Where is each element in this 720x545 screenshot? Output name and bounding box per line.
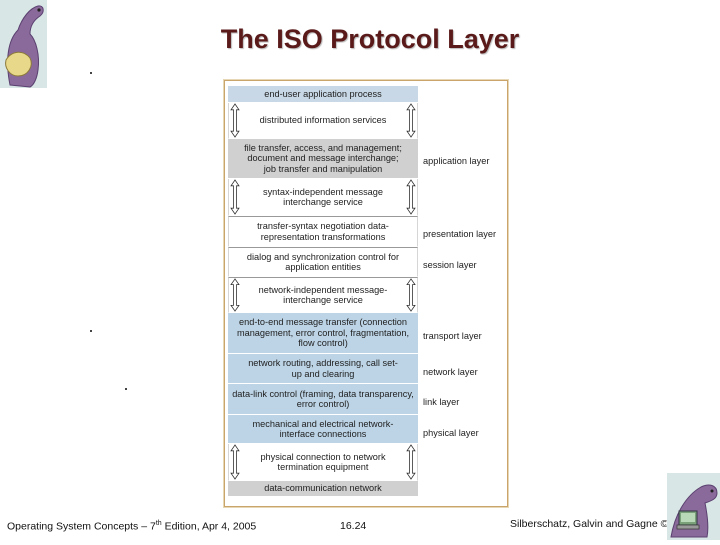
row-distributed-information-services: distributed information services [228, 103, 418, 139]
row-physical-connection: physical connection to network terminati… [228, 444, 418, 481]
layer-label-application: application layer [423, 156, 490, 166]
row-syntax-independent-message: syntax-independent message interchange s… [228, 179, 418, 216]
double-arrow-icon [405, 444, 417, 480]
row-mechanical-electrical: mechanical and electrical network-interf… [228, 415, 418, 444]
double-arrow-icon [229, 444, 241, 480]
dinosaur-computer-icon [667, 473, 720, 540]
row-end-user-application-process: end-user application process [228, 86, 418, 103]
footer-slide-number: 16.24 [340, 520, 367, 532]
layer-label-presentation: presentation layer [423, 229, 497, 239]
function-stack: end-user application process distributed… [228, 86, 418, 497]
double-arrow-icon [405, 179, 417, 215]
decorative-dot [90, 72, 92, 74]
row-file-transfer: file transfer, access, and management; d… [228, 139, 418, 179]
double-arrow-icon [229, 278, 241, 312]
footer-course-info: Operating System Concepts – 7th Edition,… [7, 520, 257, 533]
row-end-to-end-message-transfer: end-to-end message transfer (connection … [228, 313, 418, 354]
layer-label-transport: transport layer [423, 331, 482, 341]
dinosaur-illustration-icon [0, 0, 47, 88]
row-network-routing: network routing, addressing, call set-up… [228, 354, 418, 384]
row-transfer-syntax-negotiation: transfer-syntax negotiation data-represe… [228, 216, 418, 247]
layer-label-network: network layer [423, 367, 478, 377]
row-data-link-control: data-link control (framing, data transpa… [228, 384, 418, 415]
double-arrow-icon [229, 103, 241, 138]
double-arrow-icon [405, 103, 417, 138]
row-dialog-synchronization: dialog and synchronization control for a… [228, 247, 418, 277]
layer-label-session: session layer [423, 260, 477, 270]
decorative-dot [90, 330, 92, 332]
iso-layer-diagram: end-user application process distributed… [224, 80, 508, 507]
layer-label-link: link layer [423, 397, 460, 407]
layer-label-physical: physical layer [423, 428, 479, 438]
row-data-communication-network: data-communication network [228, 481, 418, 497]
row-network-independent-message: network-independent message-interchange … [228, 277, 418, 313]
page-title: The ISO Protocol Layer [220, 24, 520, 54]
double-arrow-icon [405, 278, 417, 312]
double-arrow-icon [229, 179, 241, 215]
footer-copyright: Silberschatz, Galvin and Gagne ©2005 [510, 518, 692, 530]
decorative-dot [125, 388, 127, 390]
